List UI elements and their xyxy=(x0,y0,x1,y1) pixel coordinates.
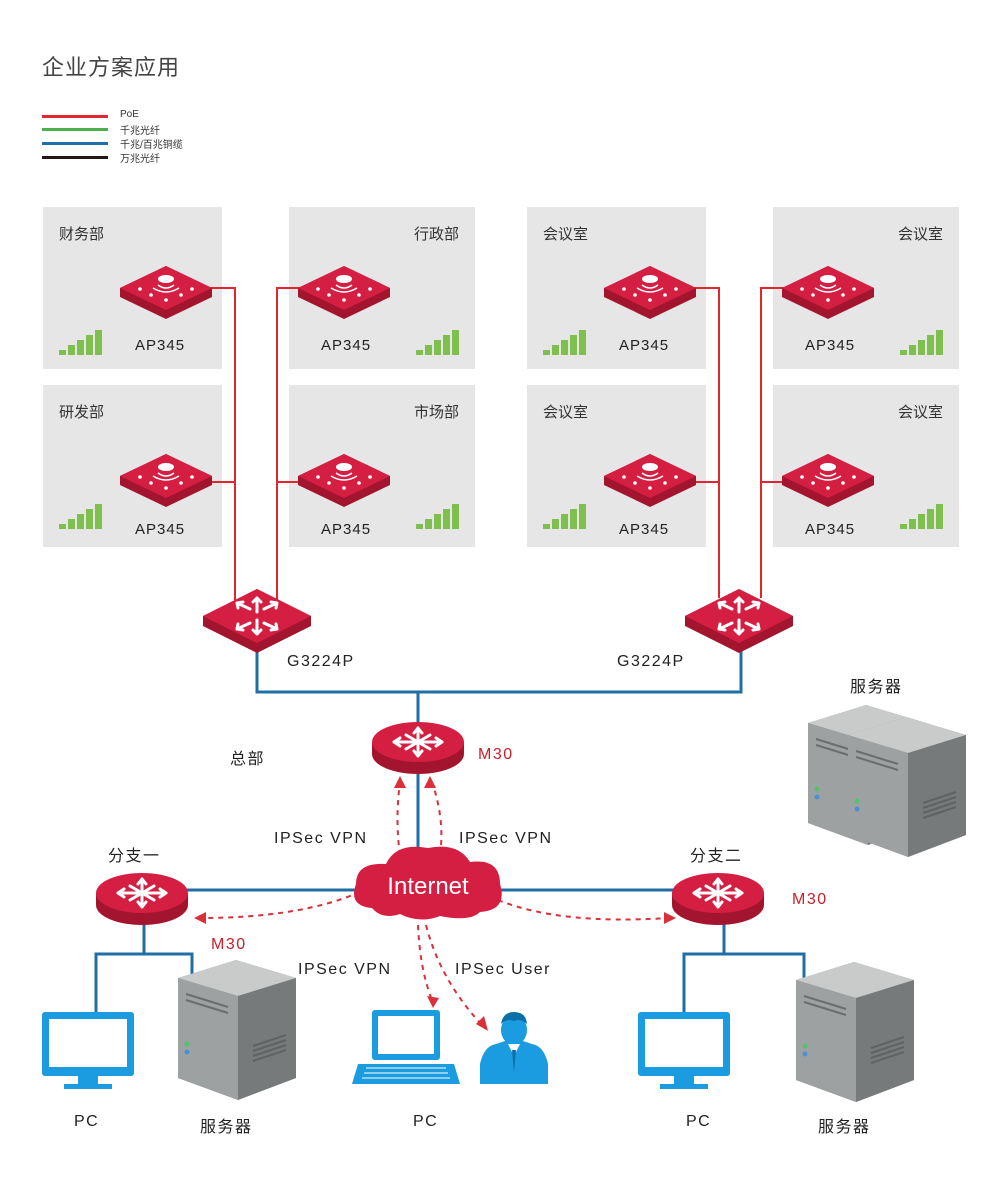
signal-strength-icon xyxy=(900,504,943,529)
ap-device-icon xyxy=(297,453,391,508)
room-finance: 财务部 AP345 xyxy=(43,207,222,369)
legend-fiber-label: 千兆光纤 xyxy=(120,126,160,137)
legend-10g-line xyxy=(42,156,108,159)
branch1-label: 分支一 xyxy=(108,848,161,865)
signal-strength-icon xyxy=(59,330,102,355)
room-name: 研发部 xyxy=(59,404,105,421)
ipsec-user-label: IPSec User xyxy=(455,961,551,978)
vpn-tunnels xyxy=(199,781,669,1026)
switch-icon xyxy=(683,587,795,655)
branch2-pc-label: PC xyxy=(686,1113,712,1130)
legend-10g-label: 万兆光纤 xyxy=(120,154,160,165)
vpn-bottom-label: IPSec VPN xyxy=(298,961,392,978)
switch-left-label: G3224P xyxy=(287,653,355,670)
branch2-label: 分支二 xyxy=(690,848,743,865)
hq-server-rack-icon xyxy=(807,704,967,858)
vpn-left-label: IPSec VPN xyxy=(274,830,368,847)
room-rnd: 研发部 AP345 xyxy=(43,385,222,547)
branch2-router-icon xyxy=(670,871,766,927)
branch1-pc-label: PC xyxy=(74,1113,100,1130)
remote-pc-label: PC xyxy=(413,1113,439,1130)
switch-icon xyxy=(201,587,313,655)
ap-model-label: AP345 xyxy=(619,521,670,538)
branch1-router-model: M30 xyxy=(211,936,247,953)
ap-model-label: AP345 xyxy=(805,337,856,354)
ap-device-icon xyxy=(603,265,697,320)
signal-strength-icon xyxy=(416,330,459,355)
ap-device-icon xyxy=(119,453,213,508)
room-meeting-4: 会议室 AP345 xyxy=(773,385,959,547)
branch1-pc-icon xyxy=(42,1012,134,1089)
room-meeting-3: 会议室 AP345 xyxy=(527,385,706,547)
branch1-server-label: 服务器 xyxy=(200,1119,253,1136)
branch2-pc-icon xyxy=(638,1012,730,1089)
user-icon xyxy=(480,1012,548,1084)
poe-lines xyxy=(210,287,785,600)
laptop-icon xyxy=(352,1010,460,1084)
signal-strength-icon xyxy=(59,504,102,529)
room-name: 行政部 xyxy=(413,226,459,243)
ap-model-label: AP345 xyxy=(135,337,186,354)
signal-strength-icon xyxy=(543,330,586,355)
signal-strength-icon xyxy=(416,504,459,529)
hq-label: 总部 xyxy=(230,751,266,768)
ap-model-label: AP345 xyxy=(321,337,372,354)
page-title: 企业方案应用 xyxy=(42,55,181,80)
branch2-server-label: 服务器 xyxy=(818,1119,871,1136)
copper-lines xyxy=(94,648,806,1015)
signal-strength-icon xyxy=(900,330,943,355)
room-name: 会议室 xyxy=(897,226,943,243)
ap-model-label: AP345 xyxy=(135,521,186,538)
hq-router-icon xyxy=(370,720,466,776)
branch1-server-icon xyxy=(177,959,297,1101)
ap-device-icon xyxy=(603,453,697,508)
hq-server-label: 服务器 xyxy=(850,679,903,696)
legend-fiber-line xyxy=(42,128,108,131)
ap-device-icon xyxy=(781,265,875,320)
ap-device-icon xyxy=(119,265,213,320)
room-name: 会议室 xyxy=(543,404,589,421)
ap-device-icon xyxy=(781,453,875,508)
room-name: 会议室 xyxy=(897,404,943,421)
legend-copper-label: 千兆/百兆铜缆 xyxy=(120,140,183,151)
ap-model-label: AP345 xyxy=(805,521,856,538)
vpn-arrowheads xyxy=(194,776,676,1031)
legend-poe-label: PoE xyxy=(120,109,139,120)
internet-cloud-icon xyxy=(354,846,502,920)
legend-copper-line xyxy=(42,142,108,145)
legend-poe-line xyxy=(42,115,108,118)
vpn-right-label: IPSec VPN xyxy=(459,830,553,847)
internet-label: Internet xyxy=(387,873,469,900)
hq-router-model: M30 xyxy=(478,746,514,763)
ap-model-label: AP345 xyxy=(619,337,670,354)
room-name: 市场部 xyxy=(413,404,459,421)
room-name: 财务部 xyxy=(59,226,105,243)
signal-strength-icon xyxy=(543,504,586,529)
ap-device-icon xyxy=(297,265,391,320)
ap-model-label: AP345 xyxy=(321,521,372,538)
switch-right-label: G3224P xyxy=(617,653,685,670)
branch1-router-icon xyxy=(94,871,190,927)
branch2-server-icon xyxy=(795,961,915,1103)
room-name: 会议室 xyxy=(543,226,589,243)
branch2-router-model: M30 xyxy=(792,891,828,908)
